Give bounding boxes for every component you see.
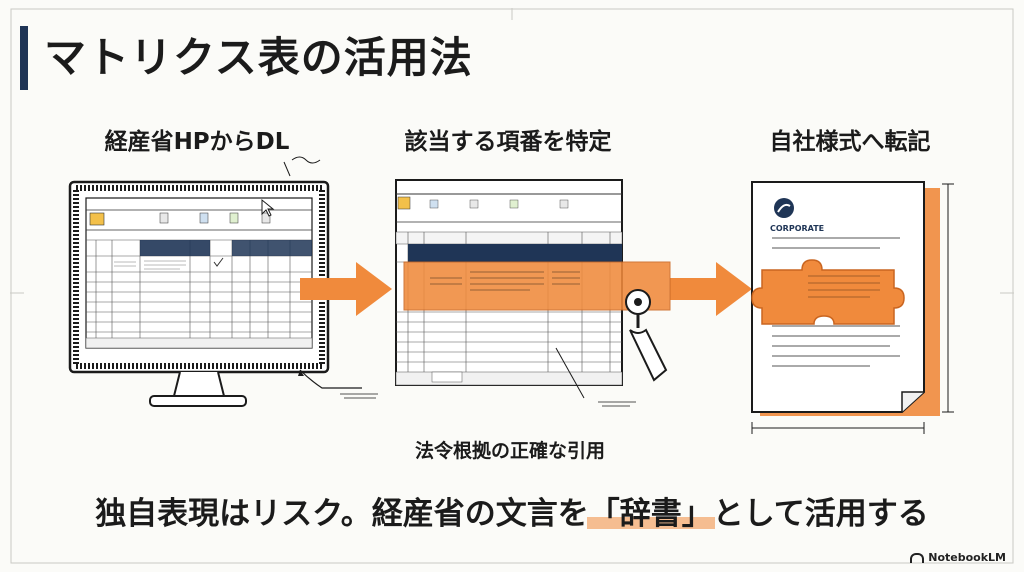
flow-arrow-1 — [300, 262, 392, 316]
key-message-highlight: 「辞書」 — [586, 488, 715, 533]
spreadsheet-illustration — [395, 179, 671, 407]
caption-legal-basis: 法令根拠の正確な引用 — [414, 440, 605, 462]
sketch-frame — [10, 8, 1014, 564]
step-label-transcribe: 自社様式へ転記 — [769, 129, 931, 155]
step-label-download: 経産省HPからDL — [104, 129, 290, 155]
branding-badge: NotebookLM — [910, 551, 1006, 564]
key-message-part-1: 独自表現はリスク。経産省の文言を — [95, 496, 589, 532]
step-label-identify: 該当する項番を特定 — [404, 129, 612, 155]
monitor-illustration — [68, 156, 378, 407]
document-illustration — [751, 181, 954, 434]
key-message-part-2: として活用する — [712, 496, 929, 532]
page-title: マトリクス表の活用法 — [44, 33, 473, 82]
title-accent-bar — [20, 26, 28, 90]
notebooklm-logo-icon — [910, 553, 925, 563]
branding-text: NotebookLM — [928, 551, 1006, 564]
key-message: 独自表現はリスク。経産省の文言を「辞書」として活用する — [40, 488, 984, 533]
document-logo-text: CORPORATE — [770, 224, 825, 233]
flow-arrow-2 — [670, 262, 752, 316]
